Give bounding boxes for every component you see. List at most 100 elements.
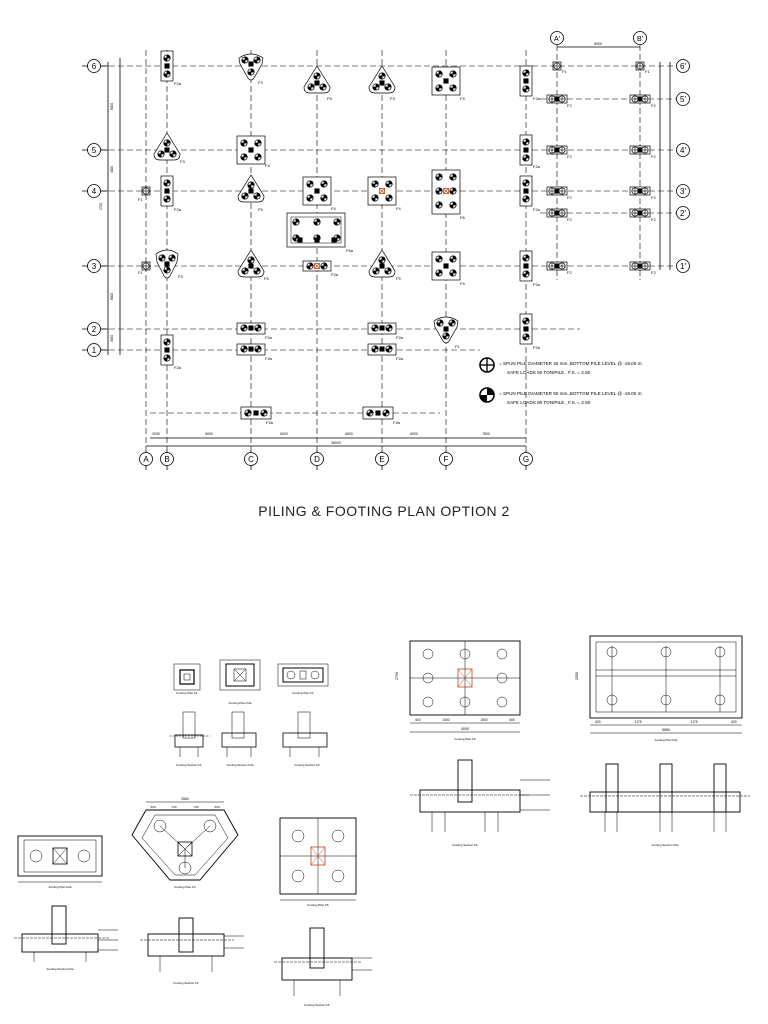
- svg-text:1500: 1500: [442, 718, 449, 722]
- svg-text:600: 600: [150, 805, 155, 809]
- svg-text:F2a: F2a: [266, 420, 274, 425]
- footing-f6-f4: F6: [431, 169, 465, 220]
- footings: F2a F3 F5 F3 F4 F2a: [138, 50, 656, 425]
- footing-f2a-c1: F2a: [236, 343, 273, 361]
- svg-text:F2a: F2a: [533, 282, 541, 287]
- svg-text:F2a: F2a: [533, 207, 541, 212]
- svg-text:F1: F1: [562, 69, 567, 74]
- col-bubble-e: E: [379, 455, 384, 464]
- svg-text:Footing Section F2a: Footing Section F2a: [227, 763, 254, 767]
- footing-f2-ap2: F2: [546, 208, 572, 222]
- detail-plan-f3: 2660 600 730 730 600 Footing Plan F3: [131, 797, 239, 889]
- footing-details: Footing Plan F1 Footing Plan F2a Footing…: [14, 635, 750, 1007]
- legend-spun60-line2: SAFE LOADS 80 TON/PILE , F.S. = 2.50: [507, 400, 591, 405]
- svg-text:F4: F4: [460, 96, 465, 101]
- footing-f2-bp3: F2: [629, 186, 656, 200]
- legend-spun40-line2: SAFE LOADS 50 TON/PILE , F.S. = 2.50: [507, 370, 591, 375]
- svg-text:F1: F1: [455, 344, 460, 349]
- col-bubble-f: F: [444, 455, 449, 464]
- svg-text:F5: F5: [264, 276, 269, 281]
- svg-text:2700: 2700: [395, 672, 399, 680]
- svg-text:F2a: F2a: [265, 356, 273, 361]
- svg-text:600: 600: [731, 720, 737, 724]
- svg-text:F2: F2: [651, 217, 656, 222]
- footing-f2a-e0: F2a: [362, 406, 401, 425]
- row-bubble-1p: 1': [680, 262, 686, 271]
- detail-plan-f6a: 5850 600 2175 2175 600 2550 Footing Plan…: [575, 635, 743, 742]
- svg-text:F4: F4: [460, 281, 465, 286]
- svg-text:F2a: F2a: [265, 335, 273, 340]
- svg-text:1500: 1500: [480, 718, 487, 722]
- svg-text:F2a: F2a: [396, 335, 404, 340]
- row-bubble-2: 2: [92, 325, 97, 334]
- svg-text:F3: F3: [390, 96, 395, 101]
- svg-text:F4: F4: [331, 206, 336, 211]
- footing-f2-bp2: F2: [629, 208, 656, 222]
- svg-text:Footing Section F2: Footing Section F2: [294, 763, 320, 767]
- footing-f2-ap1: F2: [546, 261, 572, 275]
- svg-text:600: 600: [509, 718, 515, 722]
- svg-text:F2: F2: [567, 154, 572, 159]
- svg-text:Footing Plan F2: Footing Plan F2: [292, 691, 314, 695]
- footing-f2a-c2: F2a: [236, 322, 273, 340]
- left-dim-1: 8000: [110, 103, 114, 110]
- svg-text:2175: 2175: [690, 720, 697, 724]
- left-dim-5: 3000: [110, 335, 114, 342]
- footing-f2a-e1: F2a: [367, 343, 404, 361]
- footing-f4-d4: F4: [302, 176, 336, 211]
- svg-text:F5: F5: [396, 276, 401, 281]
- footing-f1-a4: F1: [138, 186, 151, 202]
- svg-text:F5: F5: [258, 207, 263, 212]
- footing-f2-ap5: F2: [546, 94, 572, 108]
- svg-text:F2a: F2a: [174, 207, 182, 212]
- detail-plan-f1: Footing Plan F1: [173, 663, 201, 695]
- grid-lines: [100, 45, 680, 450]
- footing-f2-ap4: F2: [546, 145, 572, 159]
- svg-text:F2: F2: [651, 103, 656, 108]
- col-bubble-b: B: [164, 455, 169, 464]
- svg-text:5850: 5850: [662, 728, 670, 732]
- detail-plan-f2a-small: Footing Plan F2a: [219, 659, 261, 705]
- footing-f2a-g4: F2a: [519, 175, 541, 212]
- svg-text:F2: F2: [567, 103, 572, 108]
- row-bubble-3p: 3': [680, 187, 686, 196]
- svg-text:F1: F1: [138, 197, 143, 202]
- col-bubble-bp: B': [637, 36, 643, 43]
- left-dim-4: 8000: [110, 293, 114, 300]
- svg-text:2660: 2660: [181, 797, 189, 801]
- footing-f2-ap3: F2: [546, 186, 572, 200]
- svg-text:Footing Section F3: Footing Section F3: [173, 981, 199, 985]
- footing-f5-d6: F5: [303, 65, 332, 101]
- svg-text:Footing Section F5: Footing Section F5: [304, 1003, 330, 1007]
- footing-f4-c5: F4: [236, 135, 270, 168]
- row-bubble-4: 4: [92, 187, 97, 196]
- left-dim-3: 2700: [99, 203, 103, 210]
- col-dim-cd: 6000: [280, 432, 288, 436]
- svg-text:F2: F2: [567, 270, 572, 275]
- row-bubble-5p: 5': [680, 95, 686, 104]
- footing-f2a-b1: F2a: [160, 334, 182, 370]
- svg-text:600: 600: [595, 720, 601, 724]
- footing-f4-e4: F4: [367, 176, 401, 211]
- detail-section-f2a: Footing Section F2a: [14, 905, 118, 971]
- footing-f2-bp4: F2: [629, 145, 656, 159]
- legend-spun60-icon: [478, 386, 496, 404]
- footing-f4-f3: F4: [431, 251, 465, 286]
- svg-text:730: 730: [193, 805, 198, 809]
- svg-text:F2: F2: [567, 217, 572, 222]
- col-dim-bc: 6000: [205, 432, 213, 436]
- footing-f2a-b4: F2a: [160, 175, 182, 212]
- footing-f1-ap6: F1: [552, 61, 567, 74]
- svg-text:F1: F1: [645, 69, 650, 74]
- footing-f2a-g2: F2a: [519, 313, 541, 350]
- detail-section-f2: Footing Section F2: [282, 711, 328, 767]
- footing-f2a-g3: F2a: [519, 250, 541, 287]
- footing-f2a-e2: F2a: [367, 322, 404, 340]
- row-bubble-5: 5: [92, 146, 97, 155]
- footing-f2a-d3: F2a: [302, 260, 339, 277]
- footing-f6a-d: F6a: [286, 212, 354, 253]
- detail-section-f1: Footing Section F1: [170, 711, 210, 767]
- detail-section-f5: Footing Section F5: [274, 927, 372, 1007]
- svg-text:F3: F3: [178, 274, 183, 279]
- legend: = SPUN PILE DIAMETER 40 mm.,BOTTOM PILE …: [478, 357, 643, 405]
